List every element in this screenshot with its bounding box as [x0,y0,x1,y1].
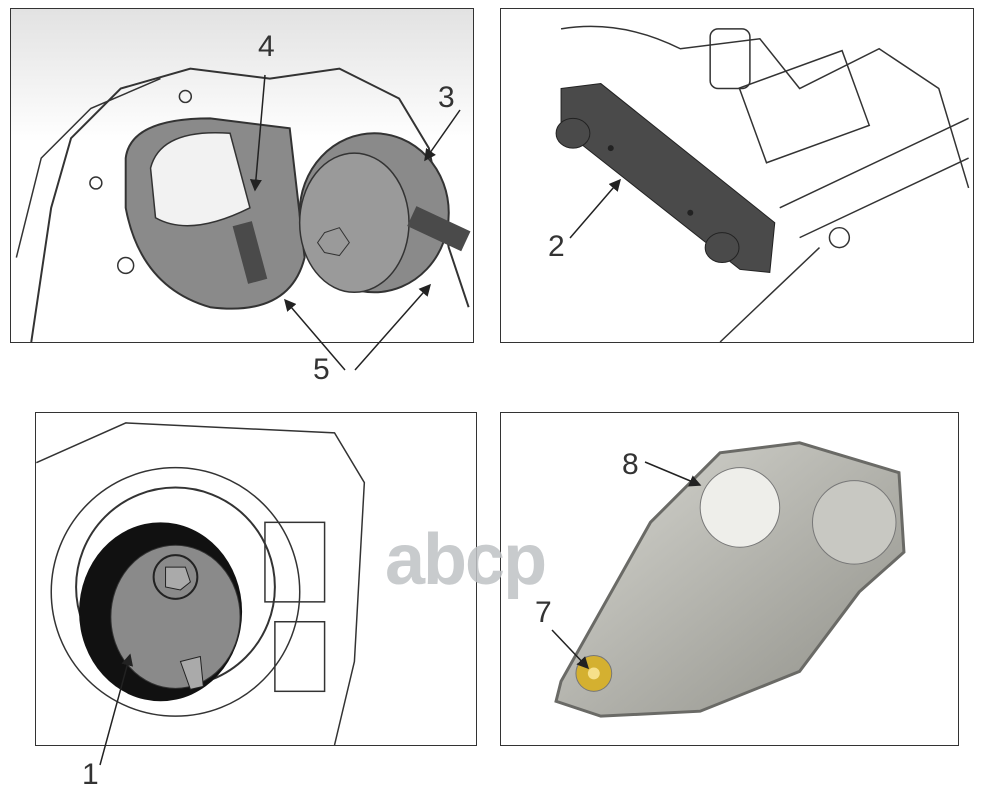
panel-crankshaft-locking-bar [500,8,974,343]
callout-1: 1 [82,758,99,791]
callout-5: 5 [313,353,330,386]
callout-3: 3 [438,81,455,114]
locking-bar-illustration [555,25,970,342]
callout-2: 2 [548,230,565,263]
panel-timing-cover-photo [500,412,959,746]
callout-7: 7 [535,596,552,629]
panel-camshaft-locking-tool [10,8,474,343]
watermark-logo: abcp [385,520,547,600]
callout-8: 8 [622,448,639,481]
timing-cover-illustration [554,441,906,718]
callout-4: 4 [258,30,275,63]
camshaft-tool-illustration [15,67,471,342]
